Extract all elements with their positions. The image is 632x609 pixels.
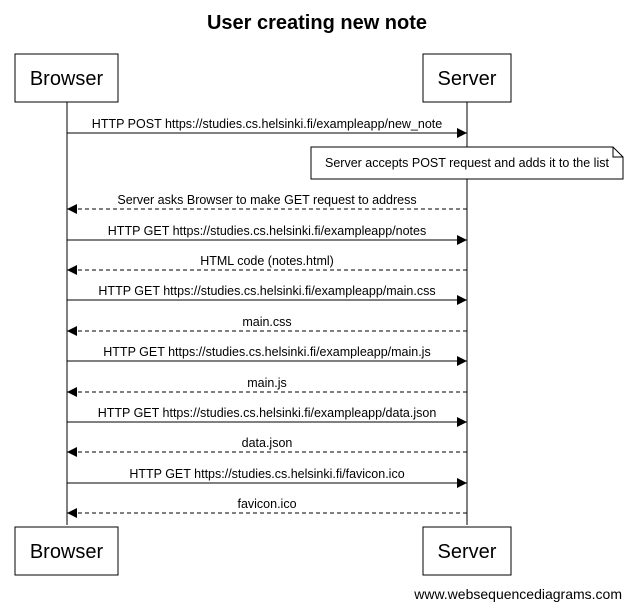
message: HTTP GET https://studies.cs.helsinki.fi/… bbox=[67, 224, 467, 245]
message: HTTP GET https://studies.cs.helsinki.fi/… bbox=[67, 467, 467, 488]
actor-browser-top: Browser bbox=[14, 53, 119, 103]
message-label: HTTP GET https://studies.cs.helsinki.fi/… bbox=[98, 406, 437, 420]
actor-browser-bottom: Browser bbox=[14, 526, 119, 576]
diagram-title: User creating new note bbox=[207, 12, 427, 34]
actor-label: Browser bbox=[30, 68, 104, 90]
message-label: HTTP GET https://studies.cs.helsinki.fi/… bbox=[103, 345, 430, 359]
message: HTTP GET https://studies.cs.helsinki.fi/… bbox=[67, 406, 467, 427]
message-label: HTTP GET https://studies.cs.helsinki.fi/… bbox=[129, 467, 404, 481]
actor-server-bottom: Server bbox=[422, 526, 512, 576]
message-label: main.js bbox=[247, 376, 287, 390]
actor-server-top: Server bbox=[422, 53, 512, 103]
message: HTML code (notes.html) bbox=[67, 254, 467, 275]
actor-label: Server bbox=[438, 541, 497, 563]
actor-label: Browser bbox=[30, 541, 104, 563]
messages: HTTP POST https://studies.cs.helsinki.fi… bbox=[67, 117, 467, 518]
message-label: Server asks Browser to make GET request … bbox=[117, 193, 416, 207]
message: Server asks Browser to make GET request … bbox=[67, 193, 467, 214]
note-server: Server accepts POST request and adds it … bbox=[310, 146, 624, 180]
message-label: HTTP GET https://studies.cs.helsinki.fi/… bbox=[98, 284, 435, 298]
message-label: data.json bbox=[242, 436, 293, 450]
message-label: HTTP POST https://studies.cs.helsinki.fi… bbox=[92, 117, 442, 131]
message-label: favicon.ico bbox=[237, 497, 296, 511]
actor-label: Server bbox=[438, 68, 497, 90]
message-label: HTML code (notes.html) bbox=[200, 254, 334, 268]
message: HTTP GET https://studies.cs.helsinki.fi/… bbox=[67, 284, 467, 305]
note-label: Server accepts POST request and adds it … bbox=[325, 156, 609, 170]
footer-credit: www.websequencediagrams.com bbox=[413, 586, 622, 602]
message: HTTP POST https://studies.cs.helsinki.fi… bbox=[67, 117, 467, 138]
message: main.css bbox=[67, 315, 467, 336]
message: main.js bbox=[67, 376, 467, 397]
message-label: HTTP GET https://studies.cs.helsinki.fi/… bbox=[108, 224, 426, 238]
message: data.json bbox=[67, 436, 467, 457]
note-fold bbox=[612, 147, 623, 158]
message-label: main.css bbox=[242, 315, 291, 329]
note-box bbox=[310, 146, 624, 180]
message: HTTP GET https://studies.cs.helsinki.fi/… bbox=[67, 345, 467, 366]
message: favicon.ico bbox=[67, 497, 467, 518]
